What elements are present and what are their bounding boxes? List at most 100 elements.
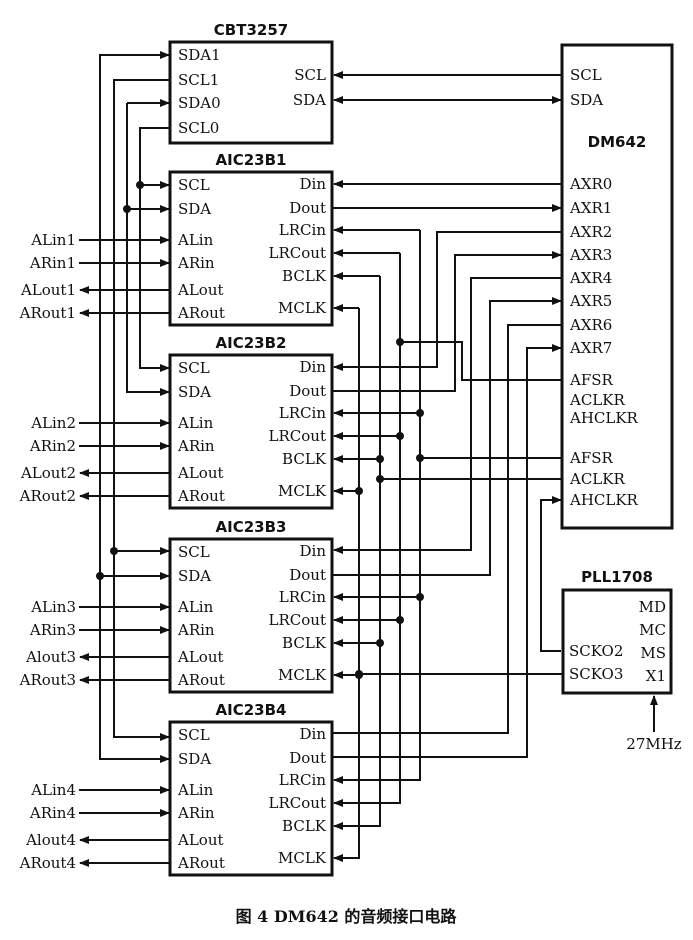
dm642-pin-scl: SCL: [570, 66, 602, 84]
dm642-pin-axr1: AXR1: [569, 199, 612, 217]
external-signal-label: ALin4: [30, 781, 76, 799]
pll1708-pin-scko2: SCKO2: [569, 642, 623, 660]
external-signal-label: ARout3: [19, 671, 76, 689]
external-signal-label: ARin3: [29, 621, 76, 639]
codec-pin-mclk: MCLK: [278, 482, 327, 500]
junction-dot: [396, 616, 404, 624]
codec-pin-alin: ALin: [177, 414, 214, 432]
codec-aic23b2: AIC23B2SCLSDAALinARinALoutARoutDinDoutLR…: [19, 334, 334, 510]
codec-pin-arin: ARin: [177, 254, 215, 272]
clock-input-label: 27MHz: [626, 735, 682, 753]
codec-pin-lrcin: LRCin: [279, 771, 327, 789]
codec-pin-alout: ALout: [177, 464, 224, 482]
external-signal-label: ARout1: [19, 304, 76, 322]
codec-pin-lrcin: LRCin: [279, 404, 327, 422]
codec-pin-arout: ARout: [177, 854, 225, 872]
codec-pin-arout: ARout: [177, 487, 225, 505]
codec-pin-din: Din: [300, 175, 327, 193]
junction-dot: [396, 338, 404, 346]
codec-pin-sda: SDA: [178, 383, 211, 401]
junction-dot: [416, 593, 424, 601]
external-signal-label: Alout3: [25, 648, 76, 666]
codec-pin-alout: ALout: [177, 831, 224, 849]
axr6-din4: [332, 324, 561, 734]
codec-pin-dout: Dout: [289, 749, 326, 767]
figure-caption: 图 4 DM642 的音频接口电路: [236, 907, 458, 926]
codec-pin-dout: Dout: [289, 199, 326, 217]
codec-pin-lrcin: LRCin: [279, 221, 327, 239]
codec-pin-alin: ALin: [177, 598, 214, 616]
codec-aic23b4: AIC23B4SCLSDAALinARinALoutARoutDinDoutLR…: [19, 701, 334, 877]
junction-dot: [123, 205, 131, 213]
codec-title: AIC23B1: [216, 151, 287, 169]
dm642-pin-axr4: AXR4: [569, 269, 612, 287]
codec-pin-lrcout: LRCout: [269, 244, 326, 262]
codec-pin-arin: ARin: [177, 621, 215, 639]
cbt3257-pin-scl1: SCL1: [178, 71, 219, 89]
dm642-pin-afsr: AFSR: [569, 371, 614, 389]
junction-dot: [416, 409, 424, 417]
dm642-pin-aclkr-2: ACLKR: [569, 470, 625, 488]
cbt3257-pin-sda0: SDA0: [178, 94, 221, 112]
dm642-pin-axr7: AXR7: [569, 339, 612, 357]
external-signal-label: ARout2: [19, 487, 76, 505]
external-signal-label: Alout4: [25, 831, 76, 849]
dm642-pin-axr5: AXR5: [569, 292, 612, 310]
codec-pin-scl: SCL: [178, 543, 210, 561]
codec-pin-alin: ALin: [177, 781, 214, 799]
external-signal-label: ALin1: [30, 231, 76, 249]
axr4-din3: [333, 277, 561, 554]
pll1708-pin-mc: MC: [639, 621, 666, 639]
scko2-ahclkr: [540, 496, 562, 652]
codec-pin-din: Din: [300, 358, 327, 376]
pll1708-pin-ms: MS: [640, 644, 666, 662]
codec-pin-mclk: MCLK: [278, 299, 327, 317]
codec-pin-mclk: MCLK: [278, 849, 327, 867]
external-signal-label: ARout4: [19, 854, 76, 872]
external-signal-label: ARin4: [29, 804, 76, 822]
codec-pin-bclk: BCLK: [282, 267, 327, 285]
lrcin-bus: [333, 230, 421, 784]
junction-dot: [96, 572, 104, 580]
scl1-bus: [113, 79, 170, 741]
wiring: [96, 51, 562, 862]
dm642-pin-aclkr: ACLKR: [569, 391, 625, 409]
codec-pin-alout: ALout: [177, 648, 224, 666]
codec-pin-bclk: BCLK: [282, 817, 327, 835]
junction-dot: [355, 487, 363, 495]
pll1708-chip: PLL1708 SCKO2 SCKO3 MD MC MS X1 27MHz: [561, 568, 682, 753]
dm642-pin-sda: SDA: [570, 91, 603, 109]
codec-pin-scl: SCL: [178, 726, 210, 744]
cbt3257-chip: CBT3257 SDA1 SCL1 SDA0 SCL0 SCL SDA: [168, 21, 334, 145]
codec-pin-bclk: BCLK: [282, 634, 327, 652]
codec-pin-arin: ARin: [177, 437, 215, 455]
pll1708-pin-scko3: SCKO3: [569, 665, 623, 683]
codec-title: AIC23B4: [216, 701, 287, 719]
cbt3257-title: CBT3257: [214, 21, 288, 39]
cbt3257-pin-sda: SDA: [293, 91, 326, 109]
junction-dot: [376, 639, 384, 647]
junction-dot: [376, 455, 384, 463]
dm642-pin-axr2: AXR2: [569, 223, 612, 241]
dout3-axr5: [332, 297, 562, 576]
codec-pin-scl: SCL: [178, 359, 210, 377]
codec-pin-arout: ARout: [177, 671, 225, 689]
dm642-pin-axr0: AXR0: [569, 175, 612, 193]
junction-dot: [110, 547, 118, 555]
cbt3257-pin-scl0: SCL0: [178, 119, 219, 137]
junction-dot: [416, 454, 424, 462]
codec-pin-dout: Dout: [289, 382, 326, 400]
pll1708-title: PLL1708: [581, 568, 653, 586]
codec-pin-mclk: MCLK: [278, 666, 327, 684]
dm642-pin-axr3: AXR3: [569, 246, 612, 264]
scl0-bus: [139, 127, 170, 372]
dm642-pin-ahclkr-2: AHCLKR: [569, 491, 639, 509]
codec-pin-sda: SDA: [178, 567, 211, 585]
codec-pin-alin: ALin: [177, 231, 214, 249]
codec-pin-sda: SDA: [178, 200, 211, 218]
lrcout-bus: [333, 253, 401, 807]
external-signal-label: ARin2: [29, 437, 76, 455]
codec-pin-scl: SCL: [178, 176, 210, 194]
codec-pin-lrcin: LRCin: [279, 588, 327, 606]
